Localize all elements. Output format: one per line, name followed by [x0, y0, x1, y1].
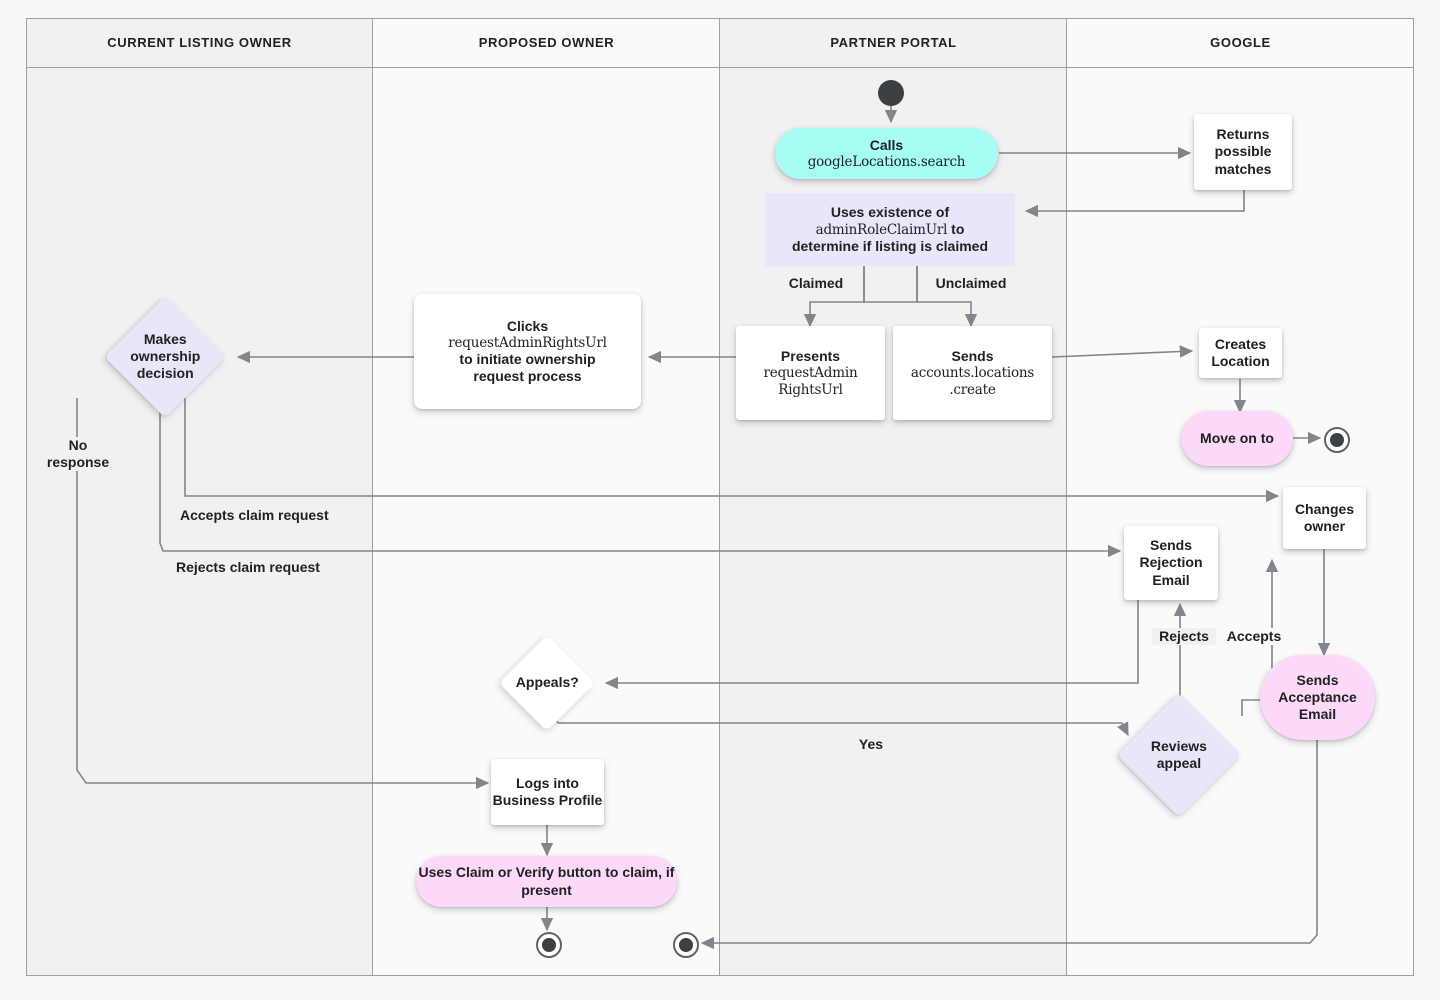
node-creates-location[interactable]: Creates Location [1199, 328, 1282, 378]
node-label: Returns possible matches [1214, 126, 1272, 177]
node-label: Uses Claim or Verify button to claim, if… [418, 864, 675, 898]
node-uses-claim-or-verify-button[interactable]: Uses Claim or Verify button to claim, if… [416, 856, 677, 907]
node-label: Changes owner [1294, 500, 1355, 534]
node-line-3: to initiate ownership [459, 351, 596, 368]
node-label: Sends Acceptance Email [1278, 671, 1357, 723]
start-node-partner-portal [878, 80, 904, 106]
node-sends-accounts-locations-create[interactable]: Sends accounts.locations .create [893, 326, 1052, 420]
end-node-google [1324, 427, 1350, 453]
swimlane-frame [26, 18, 1414, 976]
node-sends-acceptance-email[interactable]: Sends Acceptance Email [1260, 655, 1375, 740]
lane-header-label: PARTNER PORTAL [830, 35, 957, 50]
node-label: Appeals? [515, 674, 579, 691]
node-line-2: googleLocations.search [807, 153, 966, 170]
node-line-1: Uses existence of [830, 203, 950, 220]
node-logs-into-business-profile[interactable]: Logs into Business Profile [491, 759, 604, 825]
lane-header-proposed-owner: PROPOSED OWNER [373, 18, 720, 68]
node-line-3: determine if listing is claimed [791, 238, 989, 255]
edge-label-rejects-claim-request: Rejects claim request [176, 559, 342, 576]
node-line-2: requestAdmin [763, 365, 858, 382]
node-line-2: adminRoleClaimUrl [815, 221, 948, 238]
edge-label-yes: Yes [855, 736, 887, 753]
lane-header-partner-portal: PARTNER PORTAL [720, 18, 1067, 68]
node-label: Sends Rejection Email [1139, 537, 1203, 588]
edge-label-no-response: No response [38, 437, 118, 471]
end-node-proposed-owner [536, 932, 562, 958]
node-line-1: Presents [780, 347, 841, 364]
node-uses-existence-of-admin-role-claim-url[interactable]: Uses existence of adminRoleClaimUrl to d… [765, 193, 1015, 266]
node-presents-request-admin-rights-url[interactable]: Presents requestAdmin RightsUrl [736, 326, 885, 420]
node-line-2b: to [947, 220, 965, 237]
node-label: Logs into Business Profile [492, 774, 603, 808]
end-node-partner-portal [673, 932, 699, 958]
node-clicks-request-admin-rights-url[interactable]: Clicks requestAdminRightsUrl to initiate… [414, 294, 641, 409]
edge-label-rejects: Rejects [1152, 628, 1216, 645]
edge-label-claimed: Claimed [778, 275, 854, 292]
edge-label-accepts-claim-request: Accepts claim request [180, 507, 351, 524]
lane-header-label: PROPOSED OWNER [478, 35, 615, 50]
node-sends-rejection-email[interactable]: Sends Rejection Email [1124, 526, 1218, 600]
node-line-1: Calls [869, 136, 904, 153]
node-changes-owner[interactable]: Changes owner [1283, 487, 1366, 549]
node-label: Creates Location [1211, 335, 1270, 369]
lane-header-current-listing-owner: CURRENT LISTING OWNER [26, 18, 373, 68]
node-returns-possible-matches[interactable]: Returns possible matches [1194, 114, 1292, 190]
lane-header-label: GOOGLE [1210, 35, 1271, 50]
node-move-on-to[interactable]: Move on to [1181, 411, 1293, 466]
node-line-4: request process [473, 368, 582, 385]
node-line-2: requestAdminRightsUrl [448, 334, 607, 351]
node-calls-google-locations-search[interactable]: Calls googleLocations.search [775, 128, 998, 179]
edge-label-accepts: Accepts [1219, 628, 1289, 645]
edge-label-unclaimed: Unclaimed [925, 275, 1017, 292]
lane-header-google: GOOGLE [1067, 18, 1414, 68]
node-line-3: .create [949, 381, 996, 398]
node-label: Makes ownership decision [129, 331, 201, 382]
node-label: Move on to [1200, 429, 1274, 446]
node-line-2: accounts.locations [910, 365, 1035, 382]
node-line-1: Clicks [506, 317, 549, 334]
lane-header-label: CURRENT LISTING OWNER [107, 35, 292, 50]
node-line-1: Sends [951, 347, 994, 364]
node-line-3: RightsUrl [778, 381, 843, 398]
node-label: Reviews appeal [1150, 737, 1208, 771]
